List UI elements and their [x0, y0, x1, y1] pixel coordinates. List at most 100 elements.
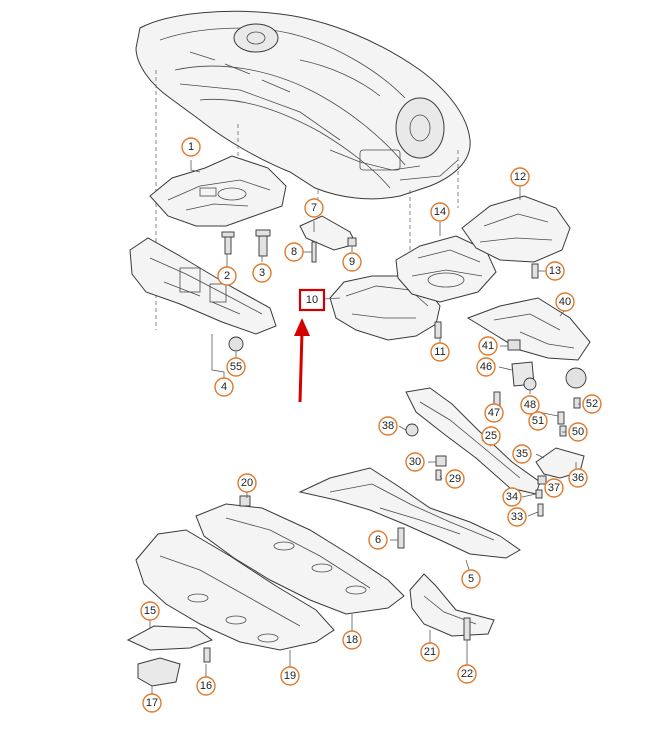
callout-38[interactable]: 38 [378, 416, 398, 436]
bolt-part-52 [573, 397, 581, 409]
callout-circle [217, 266, 237, 286]
callout-label: 46 [480, 361, 492, 373]
callout-41[interactable]: 41 [478, 336, 498, 356]
floor-panel-part-18 [195, 495, 405, 615]
callout-circle [405, 452, 425, 472]
callout-label: 11 [434, 346, 445, 358]
nut-part-34 [535, 489, 543, 499]
callout-label: 12 [514, 171, 526, 183]
callout-1[interactable]: 1 [181, 137, 201, 157]
callout-48[interactable]: 48 [520, 395, 540, 415]
callout-17[interactable]: 17 [142, 693, 162, 713]
callout-label: 47 [488, 407, 500, 419]
callout-12[interactable]: 12 [510, 167, 530, 187]
callout-50[interactable]: 50 [568, 422, 588, 442]
callout-33[interactable]: 33 [507, 507, 527, 527]
callout-16[interactable]: 16 [196, 676, 216, 696]
callout-2[interactable]: 2 [217, 266, 237, 286]
callout-circle [507, 507, 527, 527]
callout-13[interactable]: 13 [545, 261, 565, 281]
bolt-part-33 [537, 503, 544, 517]
callout-label: 30 [409, 456, 421, 468]
clip-part-41 [507, 339, 521, 351]
callout-37[interactable]: 37 [544, 478, 564, 498]
bolt-part-29 [435, 469, 442, 481]
callout-15[interactable]: 15 [140, 601, 160, 621]
callout-34[interactable]: 34 [502, 487, 522, 507]
callout-label: 50 [572, 426, 584, 438]
callout-19[interactable]: 19 [280, 666, 300, 686]
callout-47[interactable]: 47 [484, 403, 504, 423]
callout-18[interactable]: 18 [342, 630, 362, 650]
callout-7[interactable]: 7 [304, 198, 324, 218]
callout-5[interactable]: 5 [461, 569, 481, 589]
callout-circle [142, 693, 162, 713]
engine-undertray-part [149, 155, 287, 227]
callout-3[interactable]: 3 [252, 263, 272, 283]
callout-29[interactable]: 29 [445, 469, 465, 489]
callout-label: 55 [230, 361, 242, 373]
callout-9[interactable]: 9 [342, 252, 362, 272]
callout-circle [368, 530, 388, 550]
nut-part-30 [435, 455, 447, 467]
callout-label: 2 [224, 270, 230, 282]
callout-label: 52 [586, 398, 598, 410]
callout-11[interactable]: 11 [430, 342, 450, 362]
callout-label: 37 [548, 482, 560, 494]
bolt-part-50 [559, 425, 567, 437]
callout-30[interactable]: 30 [405, 452, 425, 472]
heat-shield-part-12 [461, 195, 571, 263]
callout-label: 51 [532, 415, 544, 427]
callout-label: 20 [241, 477, 253, 489]
callout-circle [420, 642, 440, 662]
highlighted-callout-10[interactable]: 10 [298, 288, 326, 312]
callout-22[interactable]: 22 [457, 664, 477, 684]
callout-6[interactable]: 6 [368, 530, 388, 550]
callout-circle [461, 569, 481, 589]
callout-40[interactable]: 40 [555, 292, 575, 312]
red-arrow-shaft [298, 331, 304, 403]
callout-circle [545, 261, 565, 281]
lower-front-panel-part [129, 237, 277, 335]
crossmember-part-25 [405, 387, 541, 495]
callout-circle [528, 411, 548, 431]
callout-4[interactable]: 4 [214, 377, 234, 397]
callout-circle [214, 377, 234, 397]
callout-label: 35 [516, 448, 528, 460]
callout-circle [304, 198, 324, 218]
callout-14[interactable]: 14 [430, 202, 450, 222]
bracket-part-15 [126, 625, 214, 651]
callout-52[interactable]: 52 [582, 394, 602, 414]
bolt-part-13 [531, 263, 539, 279]
callout-20[interactable]: 20 [237, 473, 257, 493]
callout-circle [342, 630, 362, 650]
bolt-head [255, 229, 271, 237]
pin-part-8 [311, 241, 317, 263]
bolt-part-22 [463, 617, 471, 641]
callout-label: 34 [506, 491, 518, 503]
callout-55[interactable]: 55 [226, 357, 246, 377]
callout-8[interactable]: 8 [284, 242, 304, 262]
callout-label: 18 [346, 634, 358, 646]
bolt [224, 235, 232, 255]
callout-label: 48 [524, 399, 536, 411]
callout-25[interactable]: 25 [481, 426, 501, 446]
bracket-assembly-part-40 [466, 297, 591, 391]
callout-label: 8 [291, 246, 297, 258]
clip-part-20 [239, 495, 251, 507]
clip-part-38 [405, 423, 419, 437]
callout-35[interactable]: 35 [512, 444, 532, 464]
callout-label: 13 [549, 265, 561, 277]
callout-circle [140, 601, 160, 621]
callout-circle [481, 426, 501, 446]
red-arrow-head [294, 318, 310, 336]
callout-36[interactable]: 36 [568, 468, 588, 488]
callout-label: 38 [382, 420, 394, 432]
callout-label: 15 [144, 605, 156, 617]
callout-21[interactable]: 21 [420, 642, 440, 662]
callout-51[interactable]: 51 [528, 411, 548, 431]
callout-46[interactable]: 46 [476, 357, 496, 377]
callout-circle [430, 342, 450, 362]
